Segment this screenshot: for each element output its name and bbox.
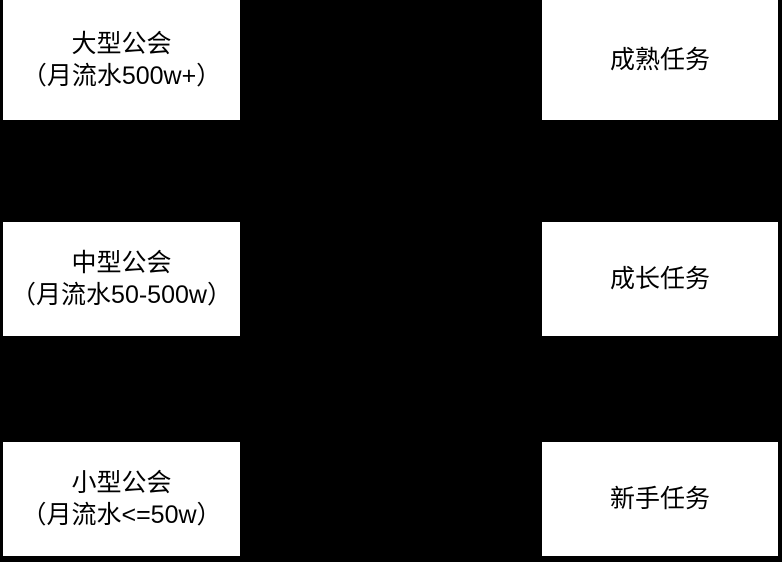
guild-box-large-subtitle: （月流水500w+）: [21, 62, 222, 90]
task-box-novice: 新手任务: [542, 442, 778, 556]
guild-box-small-title: 小型公会: [71, 469, 172, 497]
guild-box-large: 大型公会 （月流水500w+）: [3, 0, 240, 120]
task-box-growth: 成长任务: [542, 222, 778, 336]
task-box-mature: 成熟任务: [542, 0, 778, 120]
guild-box-small-subtitle: （月流水<=50w）: [21, 501, 222, 529]
guild-box-small: 小型公会 （月流水<=50w）: [3, 442, 240, 556]
guild-box-medium: 中型公会 （月流水50-500w）: [3, 222, 240, 336]
task-box-growth-label: 成长任务: [609, 265, 710, 293]
guild-box-large-title: 大型公会: [71, 30, 172, 58]
guild-box-medium-subtitle: （月流水50-500w）: [11, 281, 232, 309]
task-box-mature-label: 成熟任务: [609, 46, 710, 74]
guild-box-medium-title: 中型公会: [71, 249, 172, 277]
task-box-novice-label: 新手任务: [609, 485, 710, 513]
